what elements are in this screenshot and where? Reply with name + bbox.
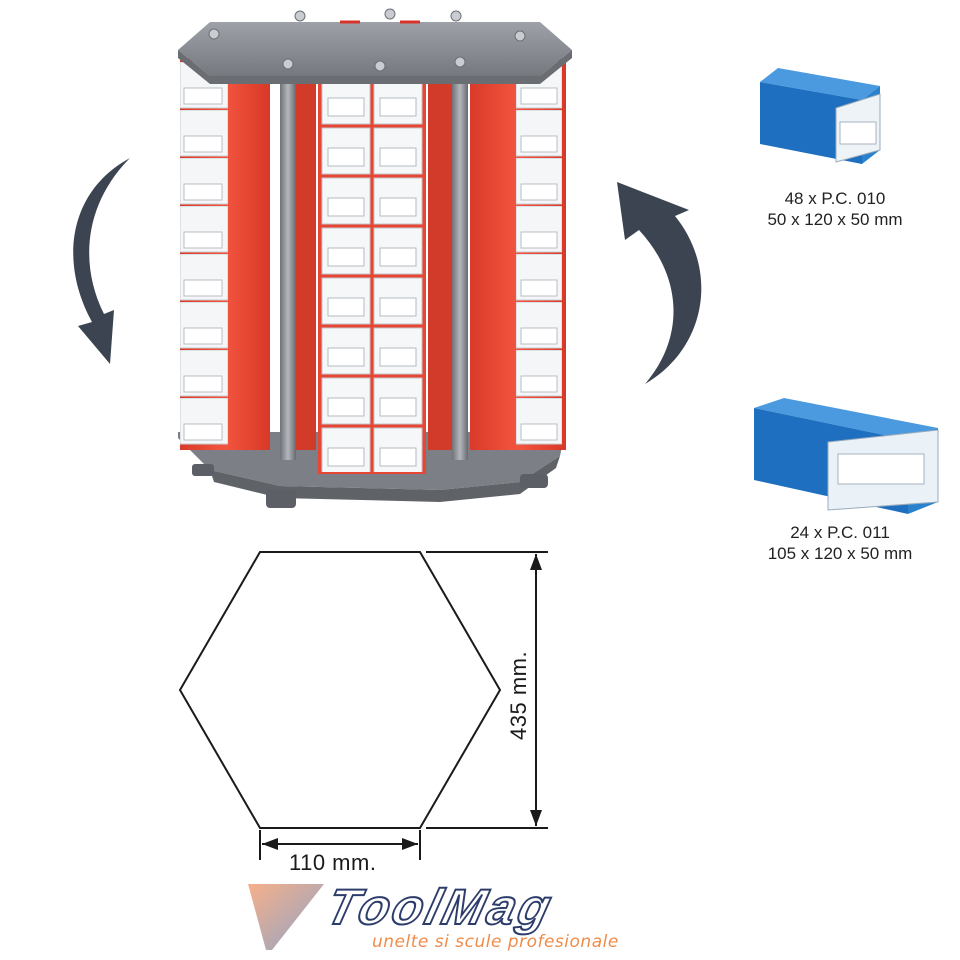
hexagon-dimension-diagram <box>178 551 548 860</box>
product-pc011-dimensions: 105 x 120 x 50 mm <box>767 544 913 563</box>
hexagon-outline <box>178 551 502 829</box>
height-dimension-label: 435 mm. <box>506 650 531 740</box>
rotate-right-arrow-icon <box>617 182 702 384</box>
side-dimension-label: 110 mm. <box>286 850 380 876</box>
rotate-left-arrow-icon <box>73 158 130 364</box>
product-pc011-caption: 24 x P.C. 011 105 x 120 x 50 mm <box>740 522 940 564</box>
product-pc010-dimensions: 50 x 120 x 50 mm <box>767 210 903 229</box>
product-pc010-quantity: 48 x P.C. 010 <box>784 189 886 208</box>
product-pc011-quantity: 24 x P.C. 011 <box>790 523 890 542</box>
logo-tagline: unelte si scule profesionale <box>372 932 619 952</box>
logo-mark <box>248 884 324 950</box>
logo-name: ToolMag <box>320 878 561 936</box>
product-pc010-caption: 48 x P.C. 010 50 x 120 x 50 mm <box>740 188 930 230</box>
drawer-pc010-image <box>760 68 881 164</box>
drawer-pc011-image <box>754 398 939 514</box>
